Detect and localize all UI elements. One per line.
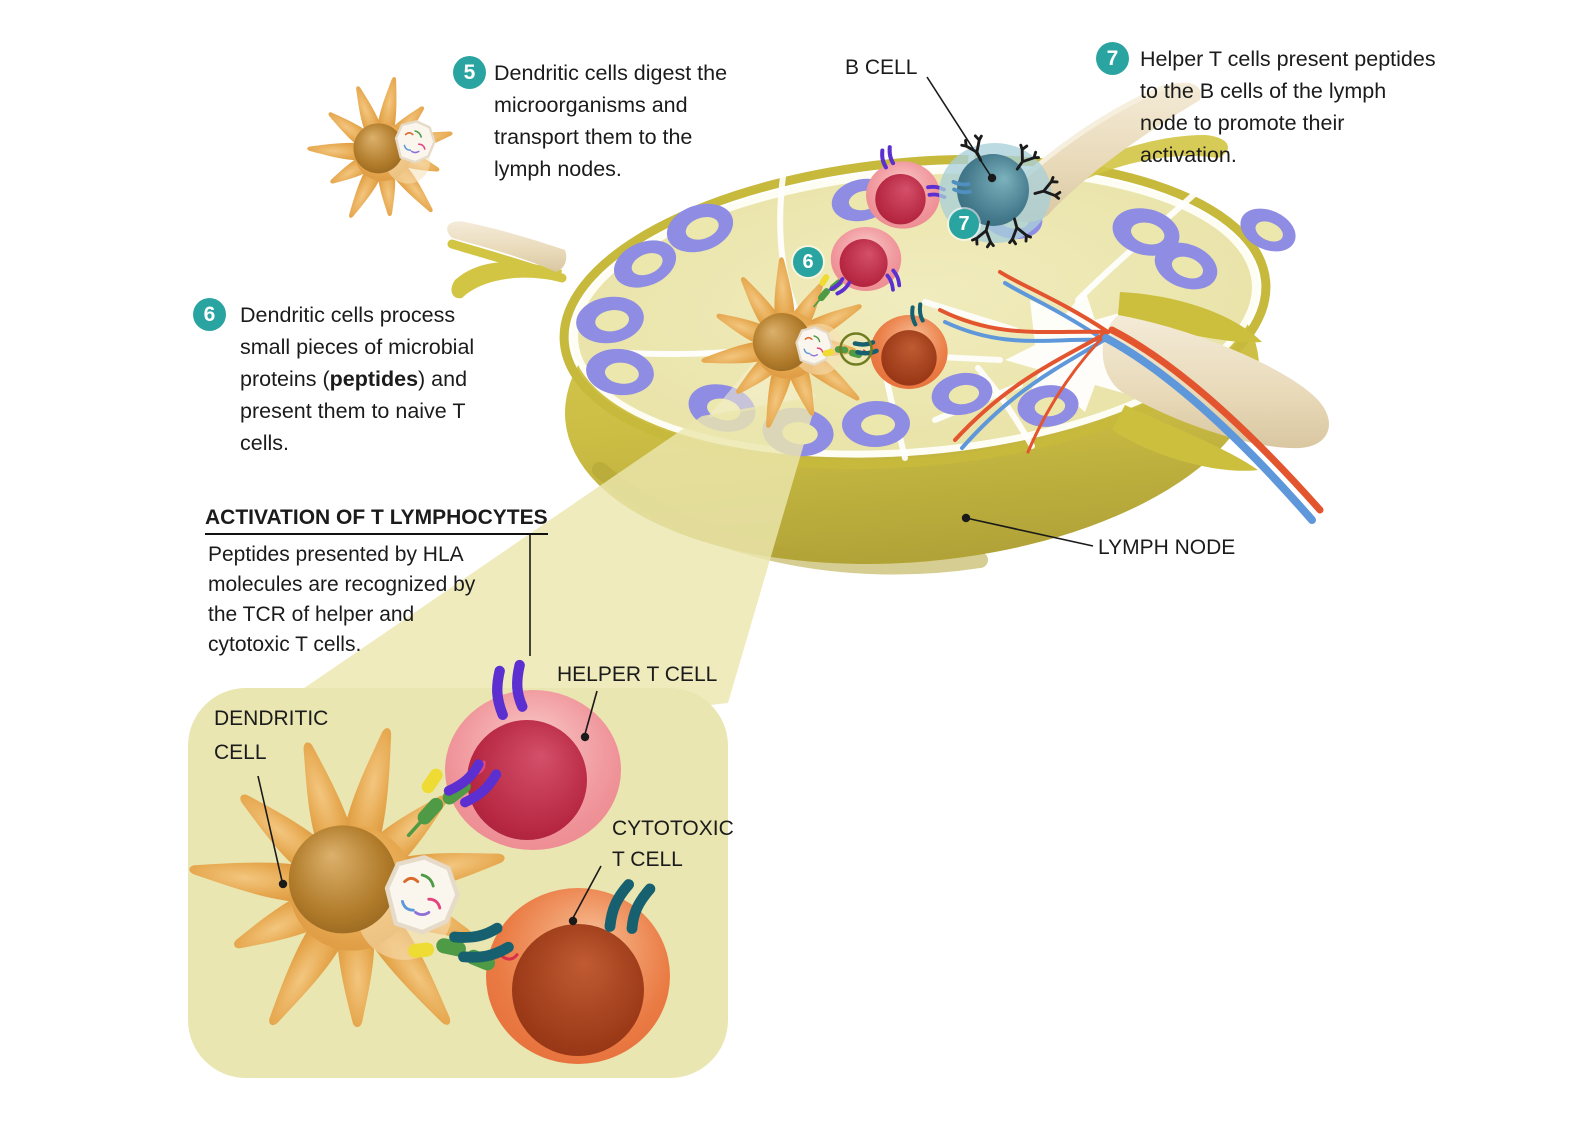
step-7-badge: 7 <box>1096 42 1129 75</box>
cytotoxic-t-cell-inset <box>486 888 670 1064</box>
step-6-badge: 6 <box>193 298 226 331</box>
interaction-highlight-circle <box>839 332 873 366</box>
leader-lines <box>257 76 1094 926</box>
node-step-7-badge: 7 <box>949 209 979 239</box>
efferent-lymph-vessel <box>1102 315 1330 449</box>
dendritic-cell-free <box>297 66 462 233</box>
lymph-node-label: LYMPH NODE <box>1098 536 1236 559</box>
b-cell-label: B CELL <box>845 56 918 79</box>
vesicle-inset <box>387 857 457 932</box>
node-step-6-badge: 6 <box>793 247 823 277</box>
helper-t-cell-label: HELPER T CELL <box>557 663 718 686</box>
hilum-vessels <box>938 270 1330 524</box>
zoom-beam <box>196 396 818 762</box>
step-6-text: Dendritic cells process small pieces of … <box>240 303 475 455</box>
inset-heading: ACTIVATION OF T LYMPHOCYTES <box>205 506 548 535</box>
blood-vessels <box>938 270 1324 524</box>
afferent-lymph-vessel-left <box>447 221 567 299</box>
step-5-badge: 5 <box>453 56 486 89</box>
zoom-wedge <box>707 345 818 418</box>
